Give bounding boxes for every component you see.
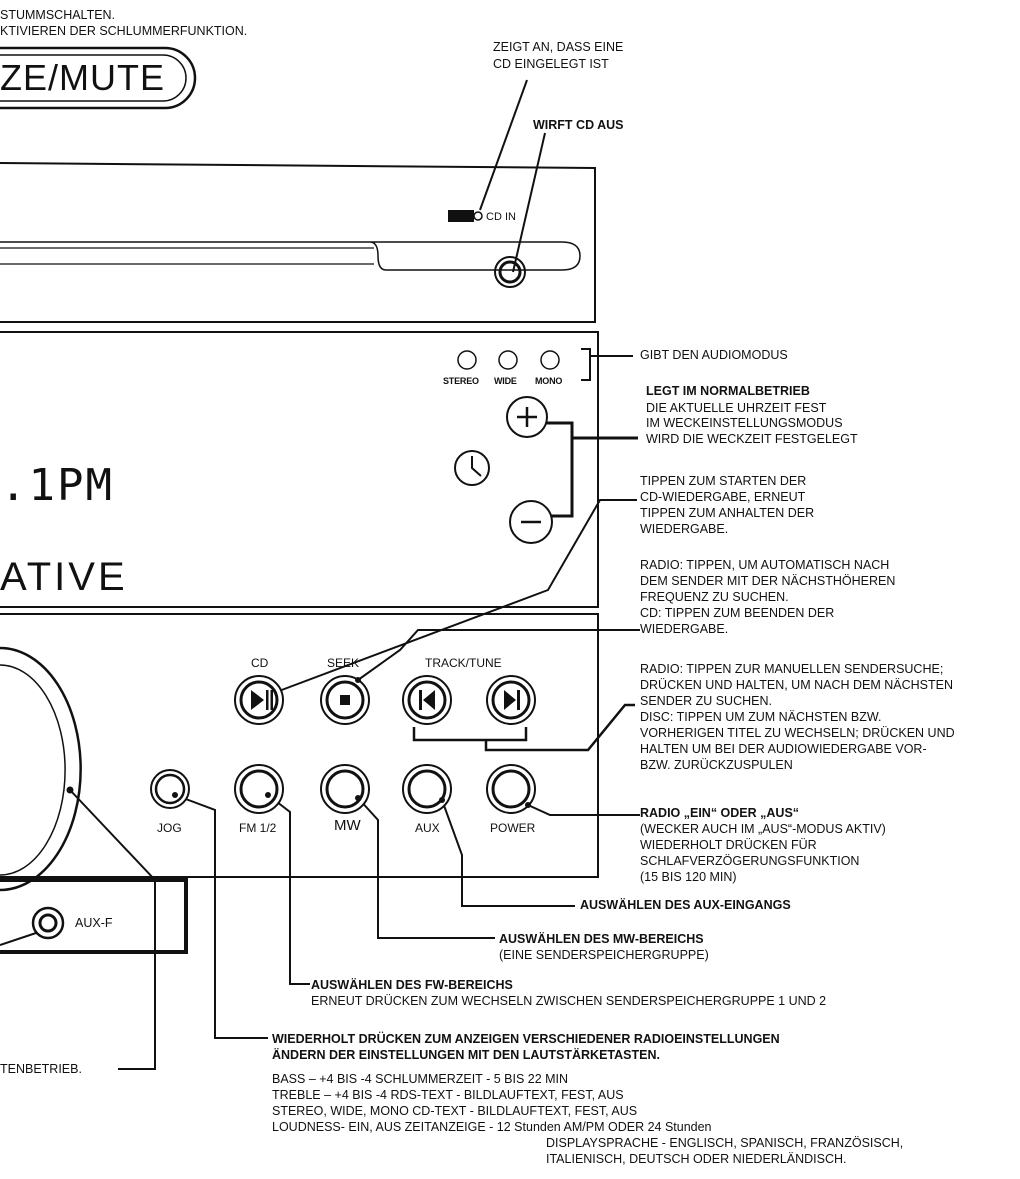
aux-panel bbox=[0, 878, 188, 954]
audio-mode-leds bbox=[457, 350, 560, 370]
volume-note: TENBETRIEB. bbox=[0, 1062, 82, 1076]
power-note-4: (15 BIS 120 MIN) bbox=[640, 870, 737, 884]
cd-play-note-2: CD-WIEDERGABE, ERNEUT bbox=[640, 490, 806, 504]
seek-note-3: FREQUENZ ZU SUCHEN. bbox=[640, 590, 789, 604]
snooze-button-outline-inner bbox=[0, 54, 187, 102]
top-note-mute: STUMMSCHALTEN. bbox=[0, 8, 116, 22]
cd-slot bbox=[0, 241, 581, 271]
display-time: .1PM bbox=[0, 460, 114, 511]
track-note-3: SENDER ZU SUCHEN. bbox=[640, 694, 772, 708]
aux-jack-label: AUX-F bbox=[75, 916, 113, 930]
power-note-2: WIEDERHOLT DRÜCKEN FÜR bbox=[640, 838, 817, 852]
jog-setting-1: BASS – +4 BIS -4 SCHLUMMERZEIT - 5 BIS 2… bbox=[272, 1072, 569, 1086]
track-note-6: HALTEN UM BEI DER AUDIOWIEDERGABE VOR- bbox=[640, 742, 927, 756]
brand-logo: ATIVE bbox=[0, 555, 128, 599]
track-note-5: VORHERIGEN TITEL ZU WECHSELN; DRÜCKEN UN… bbox=[640, 726, 955, 740]
fm-note-title: AUSWÄHLEN DES FW-BEREICHS bbox=[311, 978, 513, 992]
volume-knob bbox=[0, 646, 82, 892]
seek-note-1: RADIO: TIPPEN, UM AUTOMATISCH NACH bbox=[640, 558, 890, 572]
aux-note: AUSWÄHLEN DES AUX-EINGANGS bbox=[580, 898, 791, 912]
seek-note-5: WIEDERGABE. bbox=[640, 622, 729, 636]
jog-setting-6: ITALIENISCH, DEUTSCH ODER NIEDERLÄNDISCH… bbox=[546, 1152, 847, 1166]
jog-label: JOG bbox=[157, 821, 182, 835]
cd-in-label: CD IN bbox=[486, 211, 516, 223]
clock-note-2: IM WECKEINSTELLUNGSMODUS bbox=[646, 416, 843, 430]
clock-note-1: DIE AKTUELLE UHRZEIT FEST bbox=[646, 401, 827, 415]
control-panel bbox=[0, 613, 599, 878]
power-note-3: SCHLAFVERZÖGERUNGSFUNKTION bbox=[640, 854, 860, 868]
audio-mode-stereo: STEREO bbox=[443, 376, 479, 386]
jog-setting-5: DISPLAYSPRACHE - ENGLISCH, SPANISCH, FRA… bbox=[546, 1136, 904, 1150]
cd-label: CD bbox=[251, 656, 269, 670]
aux-label: AUX bbox=[415, 821, 440, 835]
aux-jack bbox=[0, 906, 65, 946]
track-note-7: BZW. ZURÜCKZUSPULEN bbox=[640, 758, 793, 772]
mw-note-sub: (EINE SENDERSPEICHERGRUPPE) bbox=[499, 948, 709, 962]
jog-setting-3: STEREO, WIDE, MONO CD-TEXT - BILDLAUFTEX… bbox=[272, 1104, 638, 1118]
eject-note: WIRFT CD AUS bbox=[533, 118, 624, 132]
seek-note-4: CD: TIPPEN ZUM BEENDEN DER bbox=[640, 606, 835, 620]
track-note-4: DISC: TIPPEN UM ZUM NÄCHSTEN BZW. bbox=[640, 710, 882, 724]
audio-mode-mono: MONO bbox=[535, 376, 563, 386]
mw-note-title: AUSWÄHLEN DES MW-BEREICHS bbox=[499, 932, 704, 946]
cd-in-indicator bbox=[448, 210, 474, 222]
track-note-2: DRÜCKEN UND HALTEN, UM NACH DEM NÄCHSTEN bbox=[640, 678, 953, 692]
cd-indicator-note-2: CD EINGELEGT IST bbox=[493, 57, 609, 71]
eject-button bbox=[494, 256, 526, 288]
snooze-button-outline bbox=[0, 46, 197, 110]
fm-label: FM 1/2 bbox=[239, 821, 277, 835]
display-panel bbox=[0, 331, 599, 608]
fm-note-sub: ERNEUT DRÜCKEN ZUM WECHSELN ZWISCHEN SEN… bbox=[311, 994, 827, 1008]
track-tune-label: TRACK/TUNE bbox=[425, 656, 502, 670]
jog-setting-4: LOUDNESS- EIN, AUS ZEITANZEIGE - 12 Stun… bbox=[272, 1120, 712, 1134]
clock-note-3: WIRD DIE WECKZEIT FESTGELEGT bbox=[646, 432, 858, 446]
power-note-title: RADIO „EIN“ ODER „AUS“ bbox=[640, 806, 800, 820]
clock-note-title: LEGT IM NORMALBETRIEB bbox=[646, 384, 810, 398]
cd-play-note-3: TIPPEN ZUM ANHALTEN DER bbox=[640, 506, 815, 520]
jog-note-title-1: WIEDERHOLT DRÜCKEN ZUM ANZEIGEN VERSCHIE… bbox=[272, 1032, 780, 1046]
audio-mode-wide: WIDE bbox=[494, 376, 517, 386]
top-note-snooze: KTIVIEREN DER SCHLUMMERFUNKTION. bbox=[0, 24, 248, 38]
snooze-mute-label: ZE/MUTE bbox=[0, 57, 165, 98]
jog-setting-2: TREBLE – +4 BIS -4 RDS-TEXT - BILDLAUFTE… bbox=[272, 1088, 624, 1102]
seek-note-2: DEM SENDER MIT DER NÄCHSTHÖHEREN bbox=[640, 574, 896, 588]
cd-play-note-4: WIEDERGABE. bbox=[640, 522, 729, 536]
cd-play-note-1: TIPPEN ZUM STARTEN DER bbox=[640, 474, 807, 488]
cd-indicator-note-1: ZEIGT AN, DASS EINE bbox=[493, 40, 624, 54]
track-note-1: RADIO: TIPPEN ZUR MANUELLEN SENDERSUCHE; bbox=[640, 662, 944, 676]
seek-label: SEEK bbox=[327, 656, 360, 670]
audio-mode-note: GIBT DEN AUDIOMODUS bbox=[640, 348, 788, 362]
power-note-1: (WECKER AUCH IM „AUS“-MODUS AKTIV) bbox=[640, 822, 886, 836]
jog-note-title-2: ÄNDERN DER EINSTELLUNGEN MIT DEN LAUTSTÄ… bbox=[272, 1048, 660, 1062]
mw-label: MW bbox=[334, 817, 361, 834]
cd-panel bbox=[0, 162, 596, 323]
power-label: POWER bbox=[490, 821, 536, 835]
